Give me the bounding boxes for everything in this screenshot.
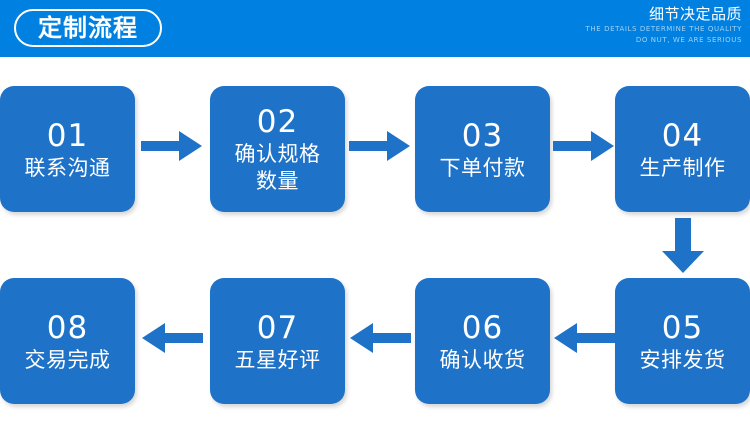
step-number: 03 (461, 117, 504, 154)
step-box-07: 07 五星好评 (210, 278, 345, 404)
slogan-english-line-1: THE DETAILS DETERMINE THE QUALITY (585, 25, 742, 33)
step-label: 交易完成 (24, 347, 111, 372)
step-box-02: 02 确认规格 数量 (210, 86, 345, 212)
step-box-01: 01 联系沟通 (0, 86, 135, 212)
arrow-01-to-02-icon (141, 128, 203, 164)
step-label: 确认规格 数量 (234, 142, 321, 193)
header-band: 定制流程 细节决定品质 THE DETAILS DETERMINE THE QU… (0, 0, 750, 57)
step-box-05: 05 安排发货 (615, 278, 750, 404)
step-label: 生产制作 (639, 155, 726, 180)
page-title: 定制流程 (38, 14, 138, 42)
header-slogan: 细节决定品质 THE DETAILS DETERMINE THE QUALITY… (586, 5, 742, 45)
arrow-05-to-06-icon (553, 320, 615, 356)
arrow-06-to-07-icon (349, 320, 411, 356)
step-box-08: 08 交易完成 (0, 278, 135, 404)
arrow-02-to-03-icon (349, 128, 411, 164)
step-box-03: 03 下单付款 (415, 86, 550, 212)
slogan-english-line-2: DO NUT, WE ARE SERIOUS (635, 36, 742, 44)
arrow-04-to-05-icon (660, 218, 706, 274)
step-label: 安排发货 (639, 347, 726, 372)
step-number: 02 (256, 104, 299, 140)
step-label: 下单付款 (439, 155, 526, 180)
page-title-pill: 定制流程 (14, 9, 162, 47)
step-number: 01 (46, 117, 89, 154)
step-number: 06 (461, 309, 504, 346)
step-number: 05 (661, 309, 704, 346)
step-label: 联系沟通 (24, 155, 111, 180)
slogan-chinese: 细节决定品质 (648, 5, 742, 23)
step-number: 07 (256, 309, 299, 346)
step-label: 确认收货 (439, 347, 526, 372)
step-box-04: 04 生产制作 (615, 86, 750, 212)
step-label: 五星好评 (234, 347, 321, 372)
arrow-07-to-08-icon (141, 320, 203, 356)
arrow-03-to-04-icon (553, 128, 615, 164)
step-number: 04 (661, 117, 704, 154)
step-number: 08 (46, 309, 89, 346)
step-box-06: 06 确认收货 (415, 278, 550, 404)
